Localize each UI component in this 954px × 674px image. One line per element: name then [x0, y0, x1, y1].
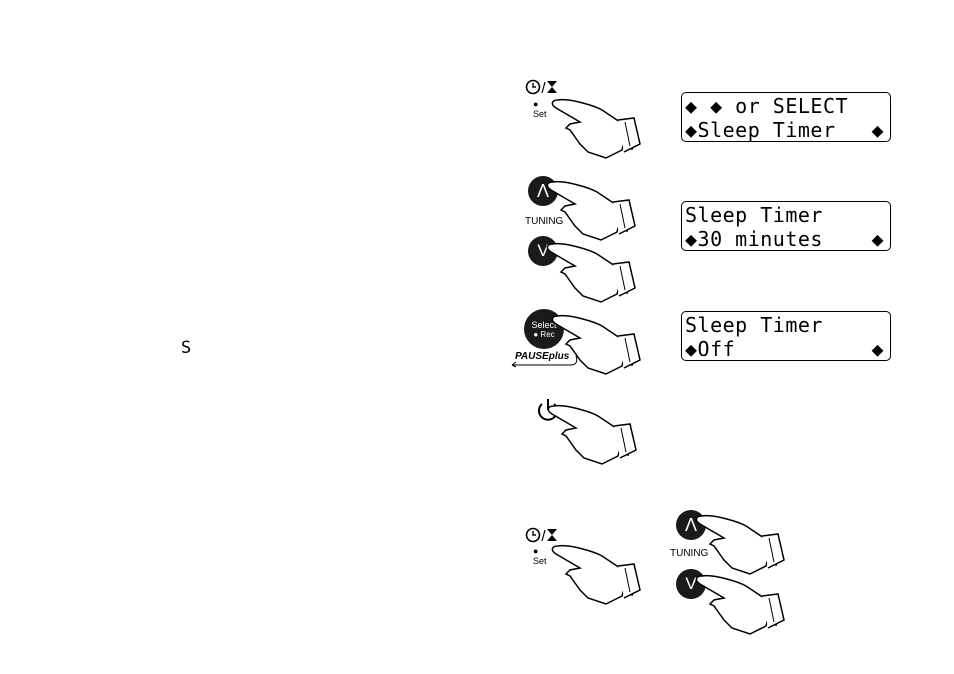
hand-pointer-icon [540, 540, 650, 620]
hand-pointer-icon [546, 402, 656, 482]
lcd-line-1: Sleep Timer [685, 313, 890, 337]
arrow-right-icon: ◆ [871, 227, 884, 251]
lcd-line-1: ◆ ◆ or SELECT [685, 94, 890, 118]
lcd-display-2: Sleep Timer ◆30 minutes ◆ [681, 201, 891, 251]
arrow-right-icon: ◆ [871, 118, 884, 142]
lcd-display-3: Sleep Timer ◆Off ◆ [681, 311, 891, 361]
hand-pointer-icon [694, 572, 804, 652]
lcd-line-2: ◆Sleep Timer [685, 118, 836, 142]
stray-glyph: S [181, 340, 191, 357]
hand-pointer-icon [540, 94, 650, 174]
lcd-line-1: Sleep Timer [685, 203, 890, 227]
hand-pointer-icon [545, 240, 655, 320]
lcd-display-1: ◆ ◆ or SELECT ◆Sleep Timer ◆ [681, 92, 891, 142]
hand-pointer-icon [550, 312, 660, 392]
lcd-line-2: ◆Off [685, 337, 735, 361]
lcd-line-2: ◆30 minutes [685, 227, 823, 251]
arrow-right-icon: ◆ [871, 337, 884, 361]
